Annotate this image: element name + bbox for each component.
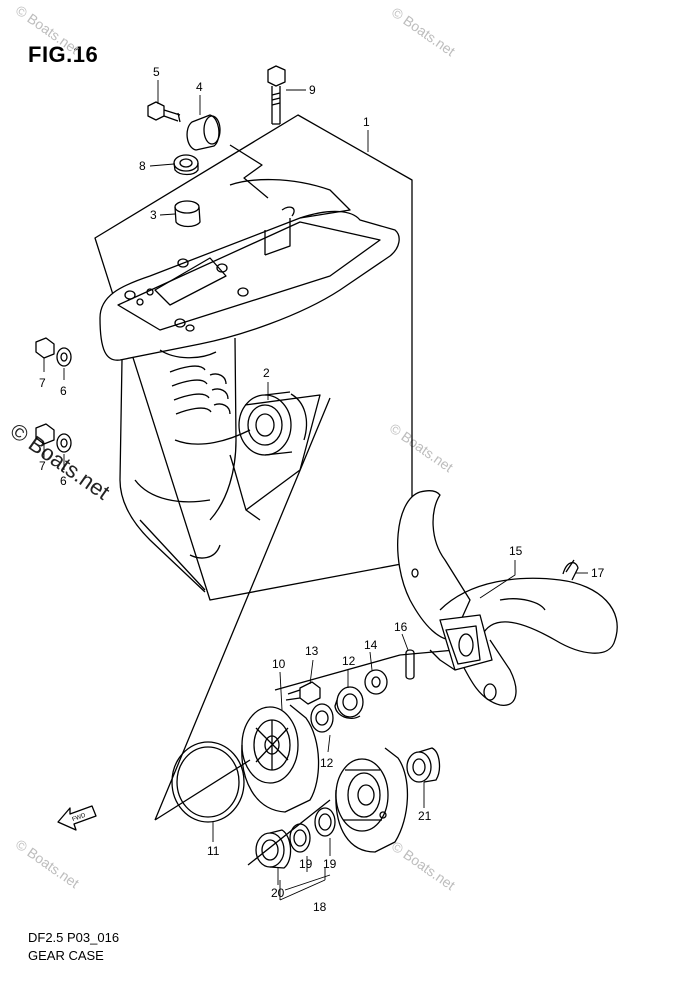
gear-case-housing xyxy=(99,178,400,593)
plug-part-7-upper xyxy=(35,337,55,359)
figure-name: GEAR CASE xyxy=(28,948,104,963)
shear-pin-part-16 xyxy=(405,649,415,680)
callout-17: 17 xyxy=(591,566,605,580)
lower-unit-frame xyxy=(154,397,456,866)
o-ring-part-11 xyxy=(171,741,245,823)
seal-part-12-upper xyxy=(334,686,364,720)
seal-part-21 xyxy=(406,747,441,783)
bolt-part-5 xyxy=(147,101,181,123)
propeller-part-15 xyxy=(397,490,618,706)
washer-part-6-upper xyxy=(56,347,72,367)
callout-10: 10 xyxy=(272,657,286,671)
fwd-label: FWD xyxy=(72,813,88,824)
figure-title: FIG.16 xyxy=(28,42,99,67)
callout-1: 1 xyxy=(363,115,370,129)
callout-6: 6 xyxy=(60,474,67,488)
seal-part-19-b xyxy=(314,807,336,837)
plug-part-7-lower xyxy=(35,423,55,445)
bushing-part-3 xyxy=(174,200,201,228)
callout-7: 7 xyxy=(39,459,46,473)
gear-housing-part-18 xyxy=(335,747,409,853)
callout-2: 2 xyxy=(263,366,270,380)
callout-9: 9 xyxy=(309,83,316,97)
callout-19: 19 xyxy=(299,857,313,871)
callout-14: 14 xyxy=(364,638,378,652)
callout-21: 21 xyxy=(418,809,432,823)
bolt-part-13 xyxy=(285,681,321,705)
callout-15: 15 xyxy=(509,544,523,558)
callout-11: 11 xyxy=(207,844,220,858)
callout-7: 7 xyxy=(39,376,46,390)
callout-labels: 1 2 3 4 5 6 6 7 7 8 9 10 11 12 12 13 14 … xyxy=(39,65,605,914)
fwd-arrow-icon xyxy=(57,805,97,831)
callout-5: 5 xyxy=(153,65,160,79)
bolt-part-9 xyxy=(267,65,286,125)
bearing-part-2 xyxy=(238,391,308,456)
gear-case-frame xyxy=(94,114,413,601)
figure-code: DF2.5 P03_016 xyxy=(28,930,120,945)
collar-part-4 xyxy=(186,114,221,151)
callout-13: 13 xyxy=(305,644,319,658)
callout-6: 6 xyxy=(60,384,67,398)
callout-18: 18 xyxy=(313,900,327,914)
callout-4: 4 xyxy=(196,80,203,94)
bearing-housing-part-10 xyxy=(241,704,320,813)
seal-part-8 xyxy=(173,154,199,176)
washer-part-6-lower xyxy=(56,433,72,453)
callout-20: 20 xyxy=(271,886,285,900)
washer-part-14 xyxy=(364,669,388,695)
callout-16: 16 xyxy=(394,620,408,634)
seal-part-19-a xyxy=(289,823,311,853)
seal-part-12-lower xyxy=(310,703,334,733)
callout-19: 19 xyxy=(323,857,337,871)
leader-lines xyxy=(43,80,588,901)
bearing-part-20 xyxy=(255,829,292,869)
callout-3: 3 xyxy=(150,208,157,222)
callout-12: 12 xyxy=(320,756,334,770)
cotter-pin-part-17 xyxy=(562,559,579,581)
callout-8: 8 xyxy=(139,159,146,173)
callout-12: 12 xyxy=(342,654,356,668)
